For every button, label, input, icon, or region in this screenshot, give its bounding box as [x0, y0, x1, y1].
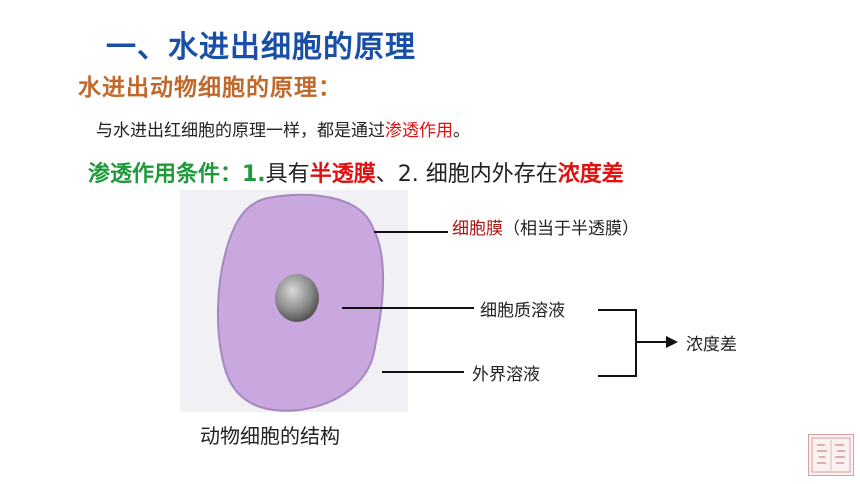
outer-solution-label: 外界溶液	[472, 365, 540, 385]
cytoplasm-label: 细胞质溶液	[480, 301, 565, 321]
seal-pattern-icon	[811, 437, 851, 473]
arrow-head-icon	[666, 336, 678, 348]
condition1-highlight: 半透膜	[309, 162, 376, 187]
condition2-highlight: 浓度差	[557, 162, 624, 187]
explanation-line: 与水进出红细胞的原理一样，都是通过渗透作用。	[96, 116, 470, 141]
page-title: 一、水进出细胞的原理	[106, 30, 416, 65]
membrane-label-note: （相当于半透膜）	[503, 219, 639, 239]
section-subtitle: 水进出动物细胞的原理：	[78, 75, 342, 101]
nucleus-shape	[275, 274, 319, 322]
explanation-text: 与水进出红细胞的原理一样，都是通过	[96, 121, 385, 141]
osmosis-conditions: 渗透作用条件：1.具有半透膜、2. 细胞内外存在浓度差	[88, 156, 624, 188]
explanation-end: 。	[453, 121, 470, 141]
conditions-separator: 、	[375, 162, 398, 187]
figure-caption: 动物细胞的结构	[200, 424, 340, 448]
seal-stamp-icon	[808, 434, 854, 476]
membrane-label-text: 细胞膜	[452, 219, 503, 239]
conditions-prefix: 渗透作用条件：1.	[88, 162, 266, 187]
bracket-connector	[598, 309, 637, 377]
concentration-difference-label: 浓度差	[686, 335, 737, 355]
condition1-text: 具有	[265, 162, 310, 187]
condition2-text: 2. 细胞内外存在	[397, 162, 558, 187]
explanation-highlight: 渗透作用	[385, 121, 453, 141]
membrane-label: 细胞膜（相当于半透膜）	[452, 214, 639, 239]
